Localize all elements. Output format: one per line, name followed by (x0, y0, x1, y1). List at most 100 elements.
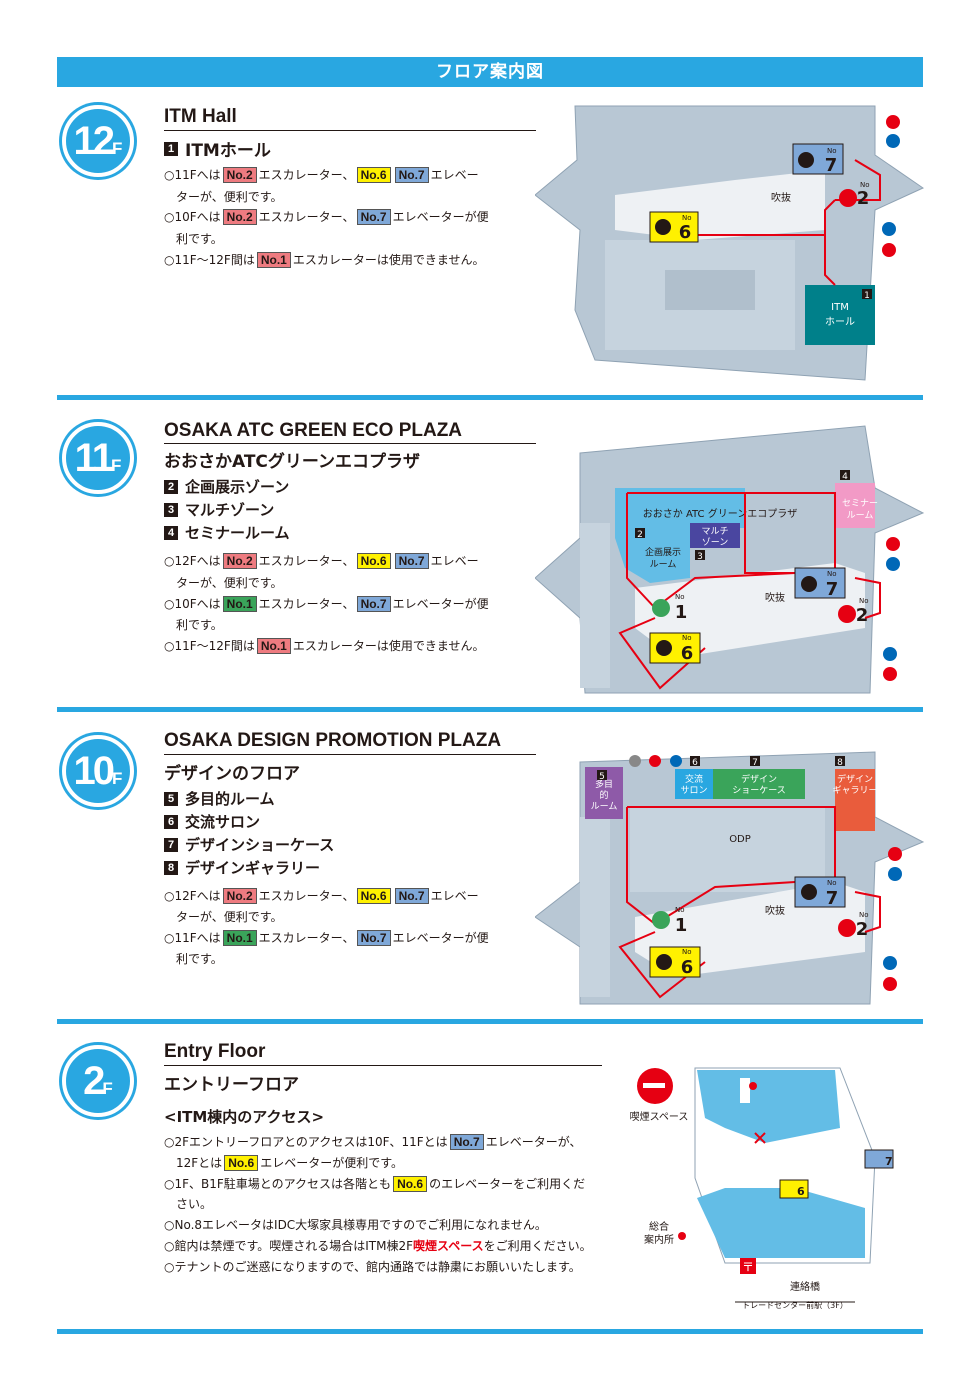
marker-number: 2 (857, 188, 870, 209)
note-text: ○10Fへは (164, 597, 221, 611)
room-number: 7 (752, 758, 758, 768)
tag-no7: No.7 (394, 167, 429, 183)
info-label: 総合 (649, 1220, 669, 1233)
zone-number: 2 (637, 530, 643, 540)
room-label: ギャラリー (832, 785, 877, 796)
hall-label: ホール (825, 316, 855, 328)
floor-subtitle-11f: おおさかATCグリーンエコプラザ (164, 452, 421, 472)
floor-title-10f: OSAKA DESIGN PROMOTION PLAZA (164, 730, 502, 751)
floor-number: 10 (73, 749, 115, 793)
note-text: エスカレーター、 (258, 931, 355, 945)
room-label: マルチゾーン (185, 501, 275, 519)
floor-map-10f: 多目 的 ルーム 交流 サロン デザイン ショーケース デザイン ギャラリー 5… (535, 751, 925, 1005)
note-text: 12Fとは (164, 1156, 223, 1170)
mens-restroom-icon (886, 134, 900, 148)
room-number: 4 (164, 525, 178, 540)
title-rule (164, 443, 536, 444)
elevator-icon (656, 640, 672, 656)
odp-label: ODP (729, 834, 751, 845)
access-heading: <ITM棟内のアクセス> (164, 1108, 325, 1126)
note-text: エレベー (430, 554, 479, 568)
zone-label: ルーム (650, 559, 677, 570)
marker-number: 1 (675, 915, 688, 936)
section-divider (57, 1329, 923, 1334)
room-label: 的 (599, 789, 608, 801)
route-line (824, 199, 836, 286)
title-rule (164, 1065, 602, 1066)
room-number: 5 (164, 791, 178, 806)
floor-badge-10f: 10F (62, 735, 134, 807)
note-text: ○11F～12F間は (164, 253, 255, 267)
note-text: ○2Fエントリーフロアとのアクセスは10F、11Fとは (164, 1135, 448, 1149)
marker-number: 6 (681, 957, 694, 978)
room-number: 6 (164, 814, 178, 829)
note-text: エスカレーター、 (258, 597, 355, 611)
smoking-label: 喫煙スペース (630, 1111, 689, 1123)
note-text: ○テナントのご迷惑になりますので、館内通路では静粛にお願いいたします。 (164, 1260, 581, 1274)
womens-restroom-icon (882, 243, 896, 257)
marker-number: 6 (681, 643, 694, 664)
note-line: ターが、便利です。 (176, 906, 283, 928)
mens-restroom-icon (670, 755, 682, 767)
escalator-icon (838, 605, 856, 623)
note-line: ○No.8エレベータはIDC大塚家具様専用ですのでご利用になれません。 (164, 1214, 547, 1236)
note-text: エスカレーターは使用できません。 (292, 639, 485, 653)
tag-no2: No.2 (222, 553, 257, 569)
room-label: 交流 (685, 773, 703, 785)
tag-no6: No.6 (356, 888, 391, 904)
room-label: 交流サロン (185, 813, 261, 831)
note-text: ○11Fへは (164, 931, 221, 945)
note-text: のエレベーターをご利用くだ (429, 1177, 586, 1191)
marker-number: 7 (825, 155, 838, 176)
route-line (626, 493, 656, 609)
building-block (697, 1070, 840, 1143)
womens-restroom-icon (886, 115, 900, 129)
marker-no: No (859, 597, 869, 605)
tag-no6: No.6 (393, 1176, 428, 1192)
zone-number: 4 (842, 472, 848, 482)
title-rule (164, 754, 536, 755)
zone-label: ゾーン (702, 537, 729, 548)
floor-map-12f: ITM ホール 1 吹抜 No 7 No 2 No 6 (535, 105, 925, 381)
tag-no1: No.1 (256, 252, 291, 268)
marker-no: No (675, 906, 685, 914)
note-line: さい。 (164, 1193, 212, 1215)
note-line: ターが、便利です。 (176, 186, 283, 208)
note-text: 利です。 (176, 618, 223, 632)
note-text: ○12Fへは (164, 889, 221, 903)
room-label: 多目的ルーム (185, 790, 275, 808)
tag-no7: No.7 (356, 596, 391, 612)
note-text: 利です。 (176, 952, 223, 966)
womens-restroom-icon (883, 667, 897, 681)
note-text: をご利用ください。 (483, 1239, 592, 1253)
mens-restroom-icon (888, 867, 902, 881)
note-text: さい。 (164, 1197, 213, 1211)
atrium-label: 吹抜 (765, 904, 785, 917)
room-label: ITMホール (185, 141, 271, 161)
info-label: 案内所 (644, 1233, 674, 1246)
section-divider (57, 1019, 923, 1024)
tag-no1: No.1 (256, 638, 291, 654)
floor-badge-2f: 2F (62, 1045, 134, 1117)
station-label: トレードセンター前駅（3F） (742, 1300, 848, 1310)
note-line: ○テナントのご迷惑になりますので、館内通路では静粛にお願いいたします。 (164, 1256, 581, 1278)
tag-no1: No.1 (222, 930, 257, 946)
note-text: エスカレーター、 (258, 554, 355, 568)
route-line (626, 807, 656, 925)
note-text: ○12Fへは (164, 554, 221, 568)
note-text: ○1F、B1F駐車場とのアクセスは各階とも (164, 1177, 392, 1191)
note-text: エレベーターが、 (485, 1135, 582, 1149)
floor-badge-12f: 12F (62, 105, 134, 177)
section-divider (57, 707, 923, 712)
floor-map-11f: おおさか ATC グリーンエコプラザ 企画展示 ルーム マルチ ゾーン セミナー… (535, 425, 925, 694)
note-text: ○11F～12F間は (164, 639, 255, 653)
note-text: ○11Fへは (164, 168, 221, 182)
room-number: 8 (164, 860, 178, 875)
